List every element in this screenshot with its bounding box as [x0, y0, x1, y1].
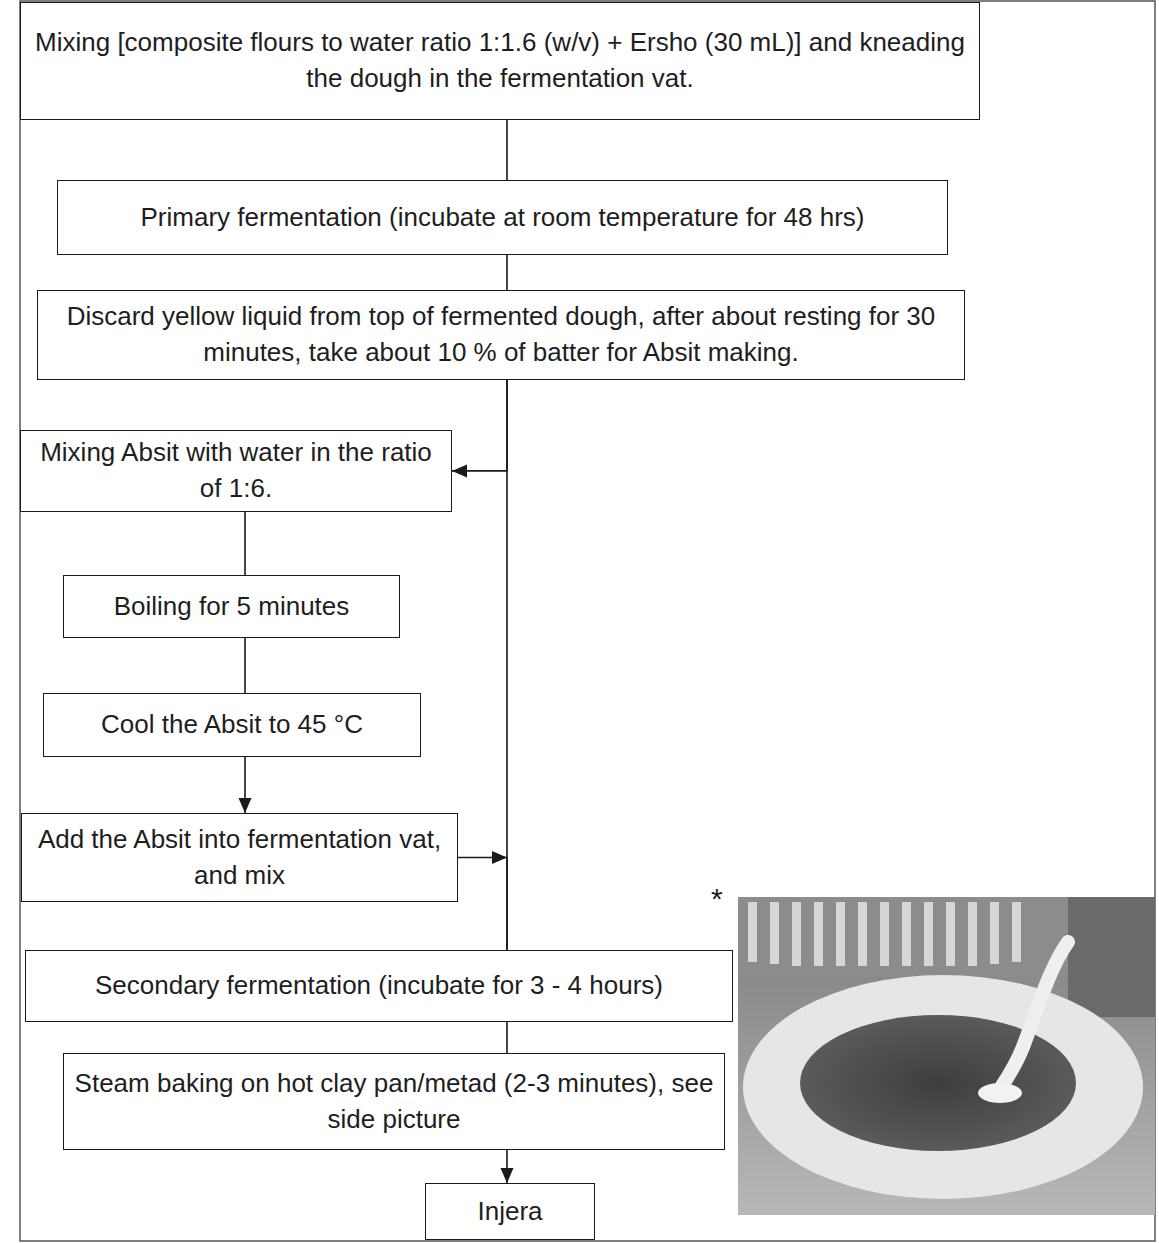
- flow-connector: [507, 1022, 508, 1053]
- box-text: Injera: [477, 1194, 542, 1230]
- arrow-head: [239, 798, 252, 813]
- box-text: Cool the Absit to 45 °C: [101, 707, 363, 743]
- box-text-group: Cool the Absit to 45 °C: [101, 707, 363, 743]
- box-text-group: Mixing Absit with water in the ratio of …: [31, 435, 441, 507]
- flow-connector: [507, 120, 508, 180]
- arrow-head: [492, 851, 507, 864]
- batter-stream: [1000, 942, 1068, 1089]
- box-text-group: Mixing [composite flours to water ratio …: [31, 25, 969, 97]
- flow-connector: [245, 512, 246, 575]
- process-box: Discard yellow liquid from top of fermen…: [37, 290, 965, 380]
- box-text-group: Discard yellow liquid from top of fermen…: [48, 299, 954, 371]
- process-box: Steam baking on hot clay pan/metad (2-3 …: [63, 1053, 725, 1150]
- box-text-group: Secondary fermentation (incubate for 3 -…: [95, 968, 663, 1004]
- connector-line: [244, 512, 246, 575]
- process-box: Secondary fermentation (incubate for 3 -…: [25, 950, 733, 1022]
- box-text: Add the Absit into fermentation vat, and…: [32, 822, 447, 894]
- box-text: Mixing Absit with water in the ratio of …: [31, 435, 441, 507]
- process-box: Injera: [425, 1183, 595, 1240]
- flow-connector: [507, 255, 508, 290]
- connector-line: [506, 255, 508, 290]
- box-text-group: Boiling for 5 minutes: [114, 589, 350, 625]
- arrow-head: [501, 1168, 514, 1183]
- flow-connector: [501, 1150, 514, 1183]
- box-text: Primary fermentation (incubate at room t…: [141, 200, 865, 236]
- process-box: Mixing [composite flours to water ratio …: [20, 2, 980, 120]
- box-text-group: Steam baking on hot clay pan/metad (2-3 …: [74, 1066, 714, 1138]
- flow-connector: [452, 380, 507, 477]
- box-text: Steam baking on hot clay pan/metad (2-3 …: [74, 1066, 714, 1138]
- footnote-mark: *: [711, 884, 723, 914]
- process-box: Primary fermentation (incubate at room t…: [57, 180, 948, 255]
- box-text-group: Add the Absit into fermentation vat, and…: [32, 822, 447, 894]
- process-box: Add the Absit into fermentation vat, and…: [21, 813, 458, 902]
- batter-pool: [978, 1083, 1022, 1103]
- batter-ring: [743, 975, 1143, 1199]
- box-text: Discard yellow liquid from top of fermen…: [48, 299, 954, 371]
- box-text-group: Primary fermentation (incubate at room t…: [141, 200, 865, 236]
- connector-line: [506, 380, 508, 950]
- box-text-group: Injera: [477, 1194, 542, 1230]
- flow-connector: [507, 380, 508, 950]
- box-text: Mixing [composite flours to water ratio …: [31, 25, 969, 97]
- box-text: Boiling for 5 minutes: [114, 589, 350, 625]
- flow-connector: [239, 757, 252, 813]
- connector-line: [506, 1022, 508, 1053]
- photo-ground: [738, 897, 1155, 1215]
- process-box: Mixing Absit with water in the ratio of …: [20, 430, 452, 512]
- baking-photo: [738, 897, 1155, 1215]
- frame-border: [20, 1, 1155, 1241]
- connector-line: [244, 638, 246, 693]
- flow-connector: [245, 638, 246, 693]
- process-box: Boiling for 5 minutes: [63, 575, 400, 638]
- flow-connector: [458, 851, 507, 950]
- arrow-head: [452, 464, 467, 477]
- box-text: Secondary fermentation (incubate for 3 -…: [95, 968, 663, 1004]
- connector-line: [506, 120, 508, 180]
- connector-line: [452, 380, 507, 471]
- process-box: Cool the Absit to 45 °C: [43, 693, 421, 757]
